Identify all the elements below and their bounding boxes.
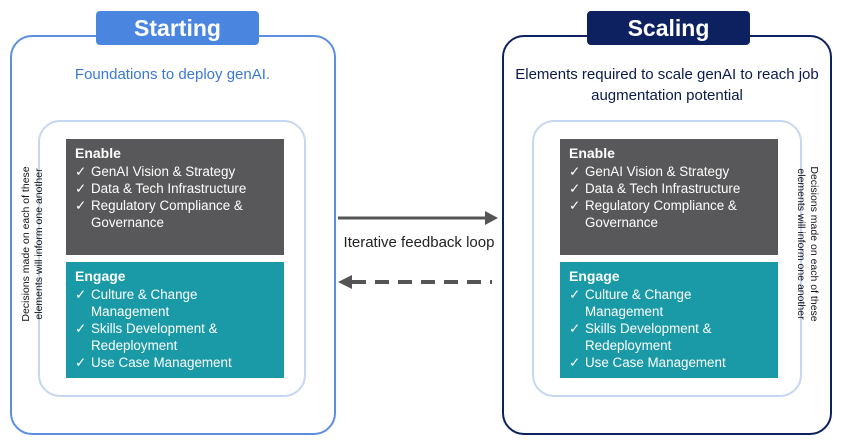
check-icon: ✓ — [569, 198, 581, 213]
list-item-label: Data & Tech Infrastructure — [91, 181, 247, 196]
check-icon: ✓ — [569, 321, 581, 336]
list-item-label: Skills Development & Redeployment — [91, 321, 218, 353]
engage-title: Engage — [75, 268, 126, 284]
list-item: ✓ GenAI Vision & Strategy — [569, 163, 770, 180]
enable-list: ✓ GenAI Vision & Strategy ✓ Data & Tech In… — [569, 163, 770, 231]
check-icon: ✓ — [569, 355, 581, 370]
list-item-label: Use Case Management — [91, 355, 232, 370]
list-item-label: Culture & Change Management — [91, 287, 198, 319]
starting-tag: Starting — [96, 11, 259, 45]
scaling-enable-box: Enable ✓ GenAI Vision & Strategy ✓ Data & … — [560, 139, 778, 255]
list-item: ✓ Use Case Management — [75, 354, 276, 371]
list-item: ✓ Data & Tech Infrastructure — [75, 180, 276, 197]
feedback-arrowhead-icon — [338, 275, 352, 289]
starting-engage-box: Engage ✓ Culture & Change Management ✓ Ski… — [66, 262, 284, 378]
scaling-engage-box: Engage ✓ Culture & Change Management ✓ Ski… — [560, 262, 778, 378]
list-item-label: Regulatory Compliance & Governance — [585, 198, 737, 230]
check-icon: ✓ — [75, 355, 87, 370]
check-icon: ✓ — [75, 198, 87, 213]
check-icon: ✓ — [75, 287, 87, 302]
list-item: ✓ Skills Development & Redeployment — [75, 320, 276, 354]
engage-list: ✓ Culture & Change Management ✓ Skills Dev… — [75, 286, 276, 371]
list-item: ✓ Use Case Management — [569, 354, 770, 371]
check-icon: ✓ — [75, 321, 87, 336]
list-item: ✓ Data & Tech Infrastructure — [569, 180, 770, 197]
list-item: ✓ Culture & Change Management — [569, 286, 770, 320]
starting-inner-frame — [38, 120, 306, 397]
list-item: ✓ Culture & Change Management — [75, 286, 276, 320]
enable-title: Enable — [75, 145, 121, 161]
scaling-tag: Scaling — [587, 11, 750, 45]
list-item-label: Data & Tech Infrastructure — [585, 181, 741, 196]
forward-arrowhead-icon — [485, 211, 498, 225]
list-item: ✓ Regulatory Compliance & Governance — [569, 197, 770, 231]
enable-title: Enable — [569, 145, 615, 161]
check-icon: ✓ — [569, 181, 581, 196]
list-item: ✓ GenAI Vision & Strategy — [75, 163, 276, 180]
list-item: ✓ Regulatory Compliance & Governance — [75, 197, 276, 231]
enable-list: ✓ GenAI Vision & Strategy ✓ Data & Tech In… — [75, 163, 276, 231]
starting-enable-box: Enable ✓ GenAI Vision & Strategy ✓ Data & … — [66, 139, 284, 255]
list-item: ✓ Skills Development & Redeployment — [569, 320, 770, 354]
engage-title: Engage — [569, 268, 620, 284]
check-icon: ✓ — [75, 181, 87, 196]
check-icon: ✓ — [75, 164, 87, 179]
scaling-inner-frame — [532, 120, 802, 397]
list-item-label: GenAI Vision & Strategy — [585, 164, 730, 179]
list-item-label: GenAI Vision & Strategy — [91, 164, 236, 179]
list-item-label: Culture & Change Management — [585, 287, 692, 319]
check-icon: ✓ — [569, 287, 581, 302]
scaling-subtitle: Elements required to scale genAI to reac… — [515, 66, 819, 104]
starting-subtitle: Foundations to deploy genAI. — [74, 66, 271, 83]
list-item-label: Regulatory Compliance & Governance — [91, 198, 243, 230]
list-item-label: Use Case Management — [585, 355, 726, 370]
check-icon: ✓ — [569, 164, 581, 179]
feedback-loop-label: Iterative feedback loop — [343, 234, 495, 251]
list-item-label: Skills Development & Redeployment — [585, 321, 712, 353]
engage-list: ✓ Culture & Change Management ✓ Skills Dev… — [569, 286, 770, 371]
